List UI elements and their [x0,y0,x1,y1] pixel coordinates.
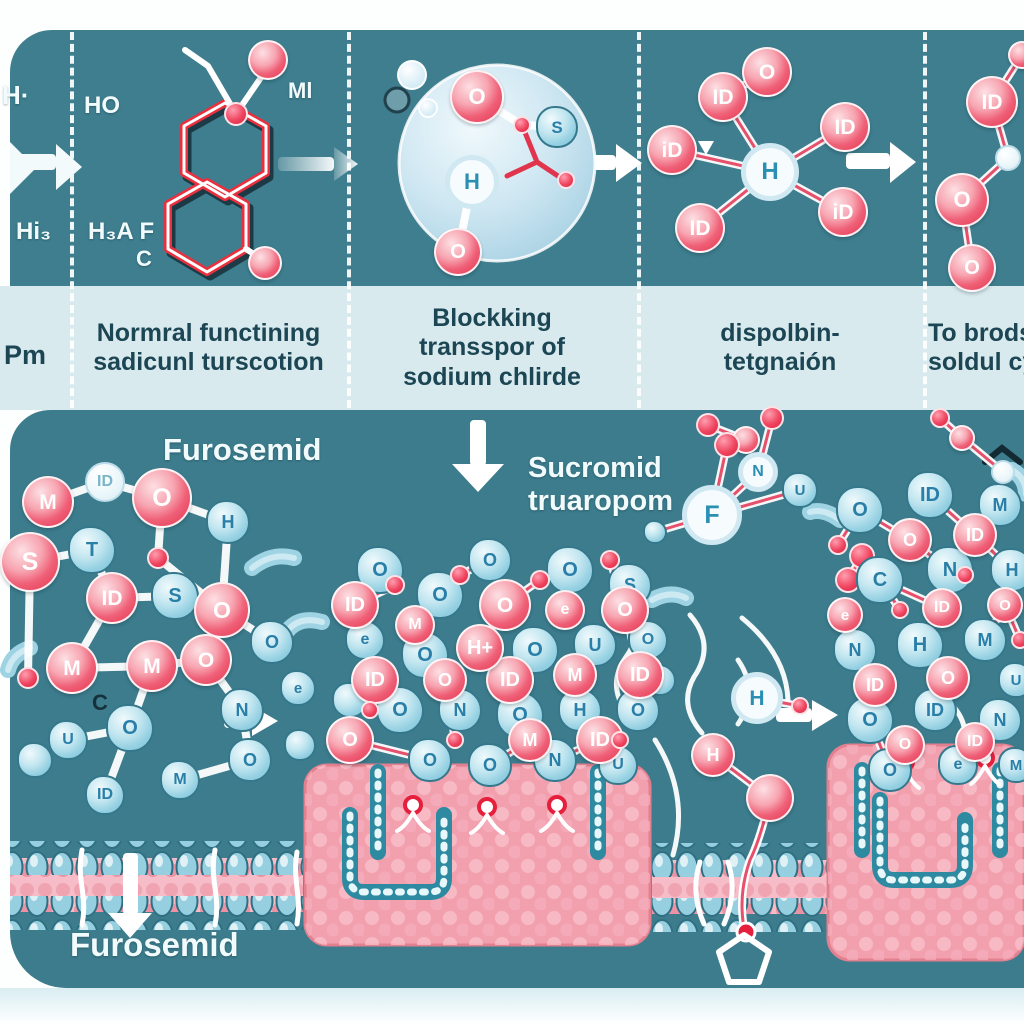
label-ml: Ml [288,78,313,103]
label-h3af: H₃A F [88,218,155,245]
label-hi3: Hi₃ [16,218,52,245]
label-ho: HO [84,92,120,119]
furosemide-top-label: Furosemid [163,432,322,467]
top-sequence-panel [10,30,1024,286]
caption-band [0,286,1024,410]
caption-pm: Pm [4,340,47,370]
caption-dispolbin: dispolbin- tetgnaión [720,318,840,377]
sucromid-label: Sucromid truaropom [528,452,673,517]
carbon-label: C [92,690,108,715]
panel-divider-3 [637,32,641,408]
panel-divider-2 [347,32,351,408]
panel-divider-1 [70,32,74,408]
caption-blocking-transport: Blockking transspor of sodium chlirde [403,303,581,391]
furosemide-bottom-label: Furosemid [70,926,239,963]
panel-divider-4 [923,32,927,408]
label-h-dot: H· [2,80,30,110]
caption-normal-function: Normral functining sadicunl turscotion [93,318,324,377]
bottom-margin [0,988,1024,1024]
membrane-scene-panel [10,410,1024,988]
label-c: C [136,246,152,271]
